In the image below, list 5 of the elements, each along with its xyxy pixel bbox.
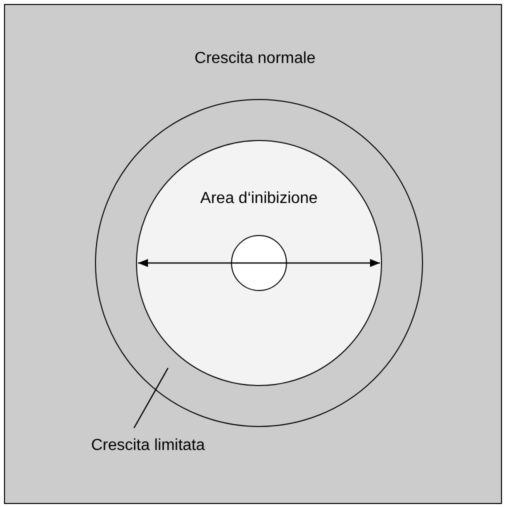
leader-line: [133, 368, 169, 428]
region-label: Crescita normale: [194, 50, 316, 68]
region-label: Area d‘inibizione: [200, 190, 318, 208]
part-label: Crescita limitata: [91, 437, 205, 455]
culture-plate: [4, 4, 502, 504]
